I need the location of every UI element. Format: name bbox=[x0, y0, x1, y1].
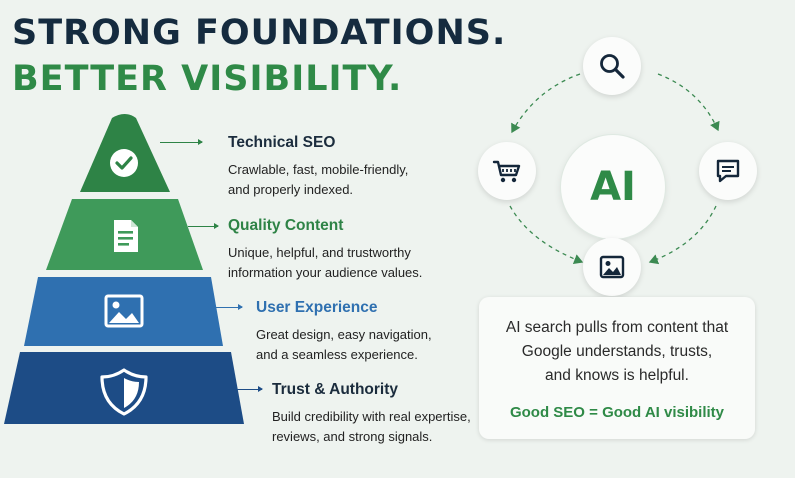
level-title: Trust & Authority bbox=[272, 381, 399, 398]
summary-line: Google understands, trusts, bbox=[521, 343, 713, 360]
level-description-line: Crawlable, fast, mobile-friendly, bbox=[228, 162, 409, 177]
level-title: User Experience bbox=[256, 299, 378, 316]
cycle-arrows bbox=[509, 73, 720, 265]
checkmark-badge-icon bbox=[110, 149, 138, 177]
shield-icon bbox=[100, 368, 148, 416]
shopping-cart-icon bbox=[492, 160, 521, 183]
connector-technical-seo bbox=[160, 139, 203, 145]
image-icon bbox=[104, 294, 144, 328]
search-node bbox=[583, 37, 641, 95]
image-icon bbox=[599, 255, 625, 279]
level-description-line: Unique, helpful, and trustworthy bbox=[228, 245, 411, 260]
cycle-arrow bbox=[648, 205, 717, 265]
image-node bbox=[583, 238, 641, 296]
seo-pyramid bbox=[4, 114, 244, 424]
connector-user-experience bbox=[216, 304, 243, 310]
headline-line-1: STRONG FOUNDATIONS. bbox=[12, 13, 507, 53]
level-trust-authority: Trust & Authority Build credibility with… bbox=[272, 381, 532, 447]
level-title: Quality Content bbox=[228, 217, 344, 234]
level-title: Technical SEO bbox=[228, 134, 336, 151]
document-icon bbox=[114, 220, 138, 252]
level-user-experience: User Experience Great design, easy navig… bbox=[256, 299, 496, 365]
cycle-arrow bbox=[511, 73, 581, 134]
summary-line: AI search pulls from content that bbox=[505, 319, 729, 336]
summary-line: and knows is helpful. bbox=[545, 367, 689, 384]
level-description-line: Build credibility with real expertise, bbox=[272, 409, 471, 424]
search-icon bbox=[600, 54, 625, 79]
level-description-line: Great design, easy navigation, bbox=[256, 327, 432, 342]
cycle-arrow bbox=[657, 73, 720, 132]
ai-label: AI bbox=[590, 164, 636, 210]
chat-node bbox=[699, 142, 757, 200]
connector-quality-content bbox=[188, 223, 219, 229]
level-description-line: and a seamless experience. bbox=[256, 347, 418, 362]
summary-equation: Good SEO = Good AI visibility bbox=[509, 404, 725, 421]
level-description-line: information your audience values. bbox=[228, 265, 423, 280]
cycle-arrow bbox=[509, 205, 584, 265]
level-description-line: reviews, and strong signals. bbox=[272, 429, 433, 444]
chat-icon bbox=[716, 159, 740, 183]
headline-line-2: BETTER VISIBILITY. bbox=[12, 59, 403, 99]
summary-card: AI search pulls from content that Google… bbox=[479, 297, 755, 439]
level-description-line: and properly indexed. bbox=[228, 182, 354, 197]
ai-core-circle: AI bbox=[561, 135, 665, 239]
connector-trust-authority bbox=[232, 386, 263, 392]
level-technical-seo: Technical SEO Crawlable, fast, mobile-fr… bbox=[228, 134, 468, 200]
cart-node bbox=[478, 142, 536, 200]
pyramid-tier-user-experience bbox=[24, 277, 223, 346]
level-quality-content: Quality Content Unique, helpful, and tru… bbox=[228, 217, 468, 283]
